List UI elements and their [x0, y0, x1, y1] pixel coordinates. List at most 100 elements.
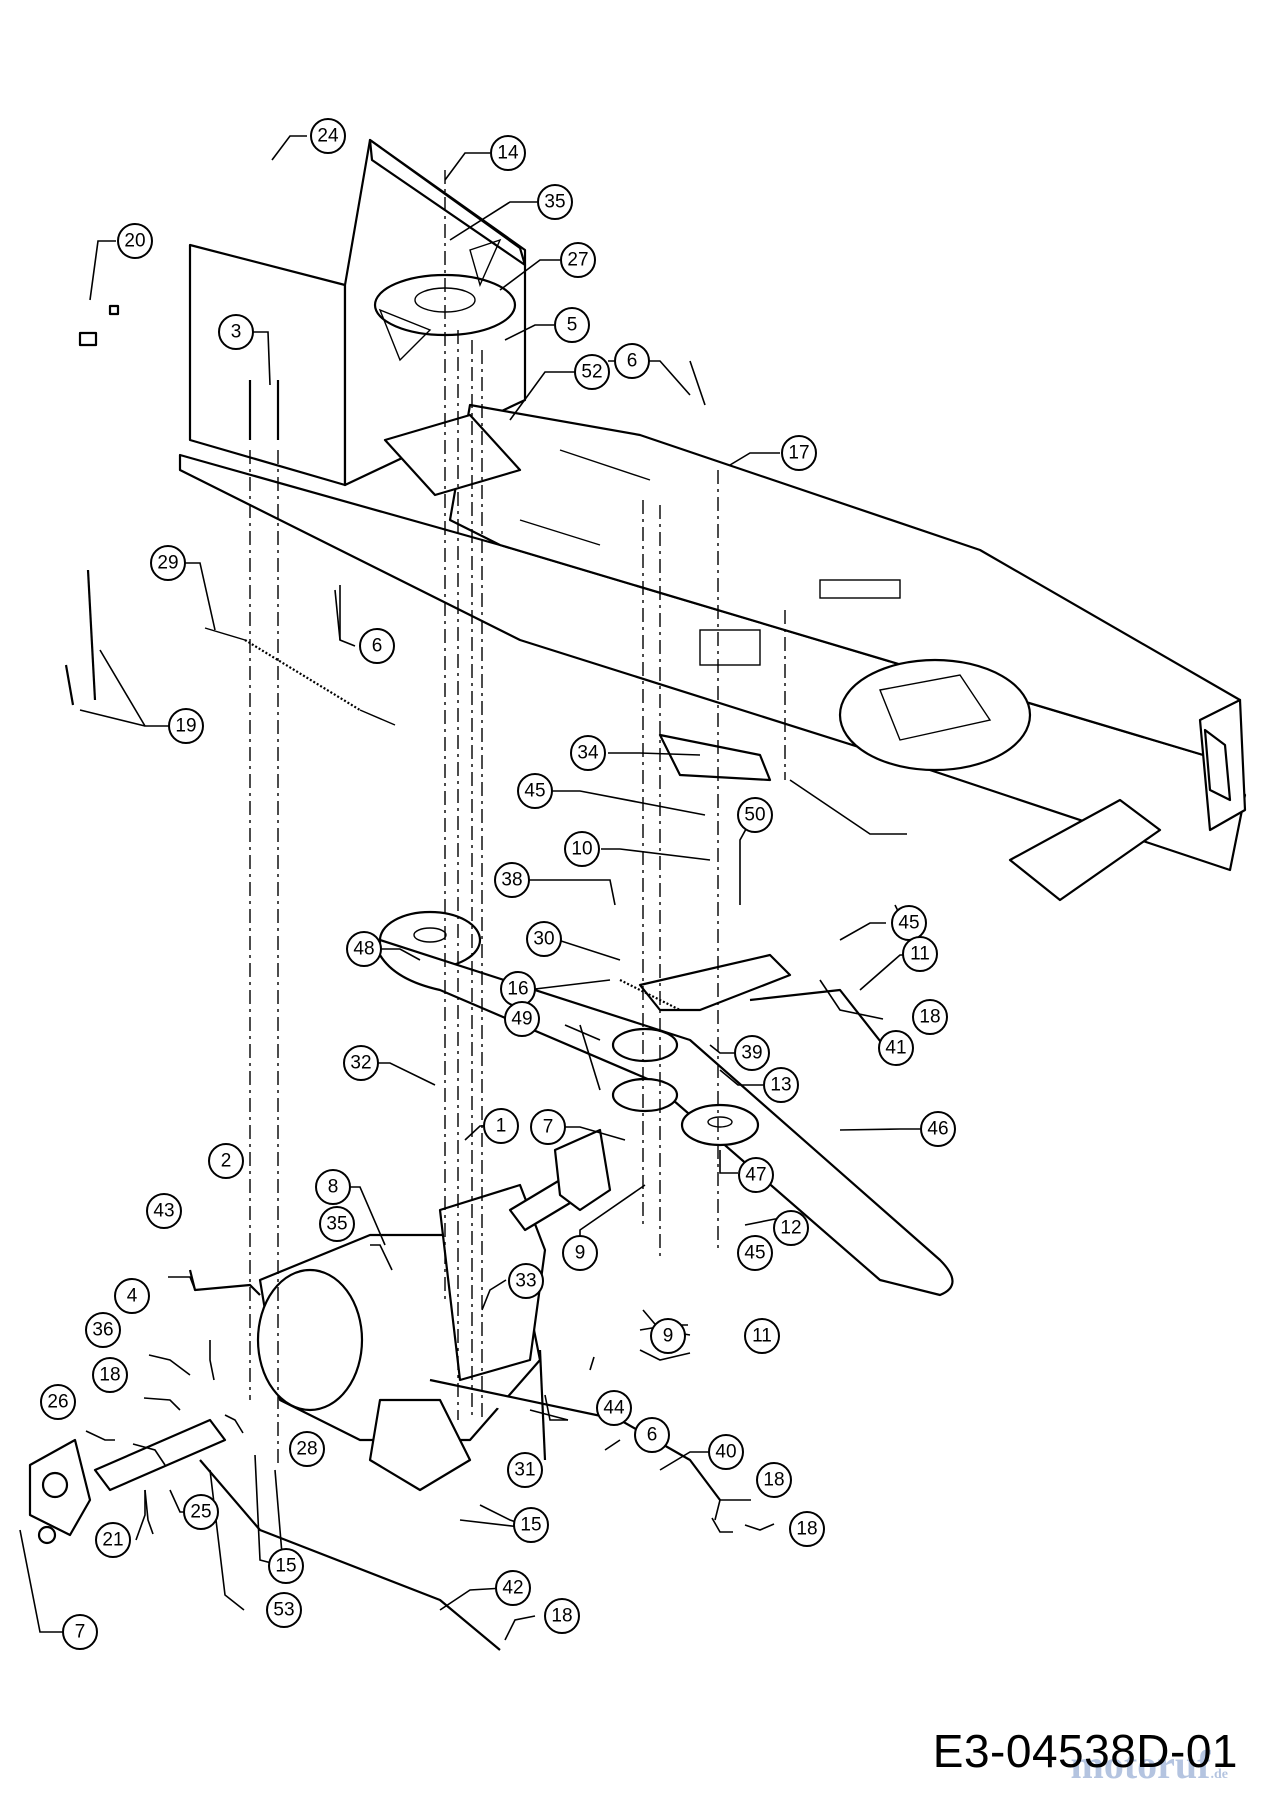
svg-text:28: 28 [296, 1439, 317, 1460]
svg-text:11: 11 [752, 1326, 772, 1347]
callout-10: 10 [564, 831, 600, 867]
svg-text:45: 45 [524, 781, 545, 802]
svg-text:31: 31 [514, 1460, 535, 1481]
callout-18-c: 18 [756, 1462, 792, 1498]
transmission-drawing [28, 1128, 721, 1651]
svg-text:49: 49 [511, 1009, 532, 1030]
callout-7-bottom: 7 [62, 1614, 98, 1650]
svg-text:1: 1 [496, 1116, 507, 1137]
callout-33: 35 [537, 184, 573, 220]
callout-52: 52 [574, 354, 610, 390]
svg-text:7: 7 [543, 1117, 554, 1138]
callout-22: 24 [310, 118, 346, 154]
svg-text:2: 2 [221, 1151, 232, 1172]
svg-text:44: 44 [603, 1398, 625, 1419]
svg-text:36: 36 [92, 1320, 113, 1341]
svg-text:30: 30 [533, 929, 554, 950]
svg-text:18: 18 [919, 1007, 940, 1028]
svg-text:18: 18 [99, 1365, 120, 1386]
callout-27: 29 [150, 545, 186, 581]
callout-41: 41 [878, 1030, 914, 1066]
svg-text:27: 27 [567, 250, 588, 271]
svg-text:17: 17 [788, 443, 809, 464]
frame-drawing [178, 138, 1247, 902]
callout-47: 47 [738, 1157, 774, 1193]
callout-45-b: 45 [891, 905, 927, 941]
svg-text:29: 29 [157, 553, 178, 574]
svg-text:35: 35 [544, 192, 565, 213]
svg-text:52: 52 [581, 362, 602, 383]
callout-31: 33 [508, 1263, 544, 1299]
callout-17: 17 [781, 435, 817, 471]
callout-23: 25 [183, 1494, 219, 1530]
callout-6-bottom: 6 [634, 1417, 670, 1453]
alignment-lines [249, 170, 786, 1465]
svg-text:38: 38 [501, 870, 522, 891]
svg-text:47: 47 [745, 1165, 766, 1186]
callout-43: 43 [146, 1193, 182, 1229]
svg-text:32: 32 [350, 1053, 371, 1074]
svg-text:46: 46 [927, 1119, 948, 1140]
svg-text:18: 18 [796, 1519, 817, 1540]
callout-28: 30 [526, 921, 562, 957]
svg-text:18: 18 [763, 1470, 784, 1491]
callout-24: 26 [40, 1384, 76, 1420]
svg-text:43: 43 [153, 1201, 174, 1222]
callout-7-top: 7 [530, 1109, 566, 1145]
callout-50: 50 [737, 797, 773, 833]
svg-text:15: 15 [275, 1556, 296, 1577]
callout-12: 12 [773, 1210, 809, 1246]
svg-text:9: 9 [663, 1326, 674, 1347]
callout-14: 14 [490, 135, 526, 171]
svg-text:48: 48 [353, 939, 374, 960]
callout-42: 42 [495, 1570, 531, 1606]
svg-text:45: 45 [898, 913, 919, 934]
svg-text:8: 8 [328, 1177, 339, 1198]
svg-text:41: 41 [885, 1038, 906, 1059]
callout-6-top: 6 [614, 343, 650, 379]
svg-text:10: 10 [571, 839, 592, 860]
svg-text:13: 13 [770, 1075, 791, 1096]
svg-text:5: 5 [567, 315, 578, 336]
svg-text:24: 24 [317, 126, 339, 147]
callout-8: 8 [315, 1169, 351, 1205]
callout-30: 32 [343, 1045, 379, 1081]
callout-6-left: 6 [359, 628, 395, 664]
svg-text:40: 40 [715, 1442, 736, 1463]
svg-text:6: 6 [627, 351, 638, 372]
svg-text:6: 6 [647, 1425, 658, 1446]
svg-text:15: 15 [520, 1515, 541, 1536]
callout-2: 2 [208, 1143, 244, 1179]
callout-38: 38 [494, 862, 530, 898]
callout-15-right: 15 [513, 1507, 549, 1543]
callout-13: 13 [763, 1067, 799, 1103]
watermark-logo: motoruf.de [1070, 1742, 1228, 1787]
part-callouts: 24 20 14 35 27 5 52 6 17 3 29 6 19 34 45… [40, 118, 956, 1650]
svg-text:25: 25 [190, 1502, 211, 1523]
svg-text:7: 7 [75, 1622, 86, 1643]
callout-3: 3 [218, 314, 254, 350]
svg-text:12: 12 [780, 1218, 801, 1239]
callout-39: 39 [734, 1035, 770, 1071]
callout-4: 4 [114, 1278, 150, 1314]
svg-text:45: 45 [744, 1243, 765, 1264]
callout-25: 27 [560, 242, 596, 278]
svg-text:14: 14 [497, 143, 519, 164]
svg-text:11: 11 [910, 944, 930, 965]
callout-40: 40 [708, 1434, 744, 1470]
callout-16: 16 [500, 971, 536, 1007]
callout-45-c: 45 [737, 1235, 773, 1271]
callout-35: 35 [319, 1206, 355, 1242]
callout-9-b: 9 [650, 1318, 686, 1354]
callout-32: 34 [570, 735, 606, 771]
callout-45-a: 45 [517, 773, 553, 809]
svg-text:4: 4 [127, 1286, 138, 1307]
callout-11-a: 11 [902, 936, 938, 972]
svg-text:35: 35 [326, 1214, 347, 1235]
svg-text:21: 21 [102, 1530, 123, 1551]
callout-1: 1 [483, 1108, 519, 1144]
svg-text:50: 50 [744, 805, 765, 826]
callout-36: 36 [85, 1312, 121, 1348]
svg-text:33: 33 [515, 1271, 536, 1292]
